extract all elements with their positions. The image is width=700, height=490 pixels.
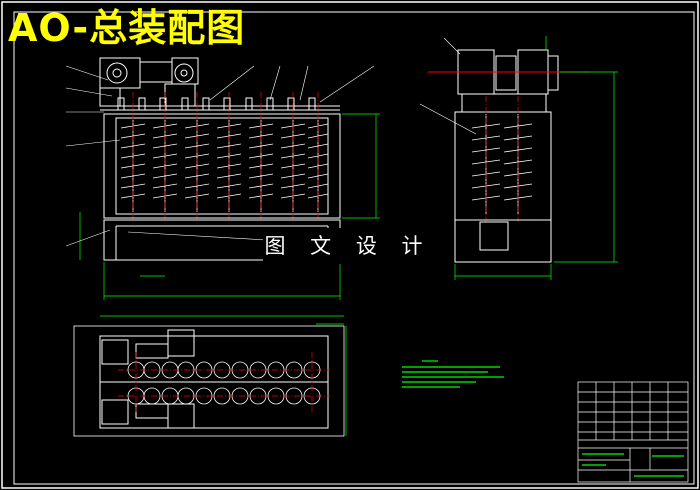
top-outer-frame — [73, 325, 345, 437]
title-block-table — [577, 381, 689, 483]
front-view — [65, 57, 380, 300]
drawing-title: AO-总装配图 — [8, 6, 246, 50]
side-dimensions — [454, 36, 618, 280]
side-drive-unit — [428, 49, 590, 113]
front-dimensions — [79, 113, 380, 300]
title-block-green-fields — [582, 453, 684, 477]
front-shaft-heads — [100, 97, 340, 111]
side-spiral-shafts — [471, 114, 533, 214]
side-center-lines — [485, 96, 519, 222]
side-view — [419, 36, 618, 280]
side-base — [454, 219, 552, 263]
front-base — [103, 217, 341, 261]
front-housing — [103, 113, 341, 219]
watermark-label: 图 文 设 计 — [263, 228, 433, 264]
front-drive-unit — [99, 57, 340, 107]
side-leaders — [419, 37, 477, 135]
technical-notes-block — [402, 360, 504, 388]
side-housing — [454, 111, 552, 221]
front-spiral-shafts — [120, 120, 329, 212]
front-leaders — [65, 65, 375, 247]
top-dimensions — [100, 315, 347, 436]
top-view — [73, 315, 347, 437]
front-center-lines — [132, 92, 319, 220]
top-center-lines — [118, 352, 330, 412]
top-motors — [101, 329, 195, 429]
